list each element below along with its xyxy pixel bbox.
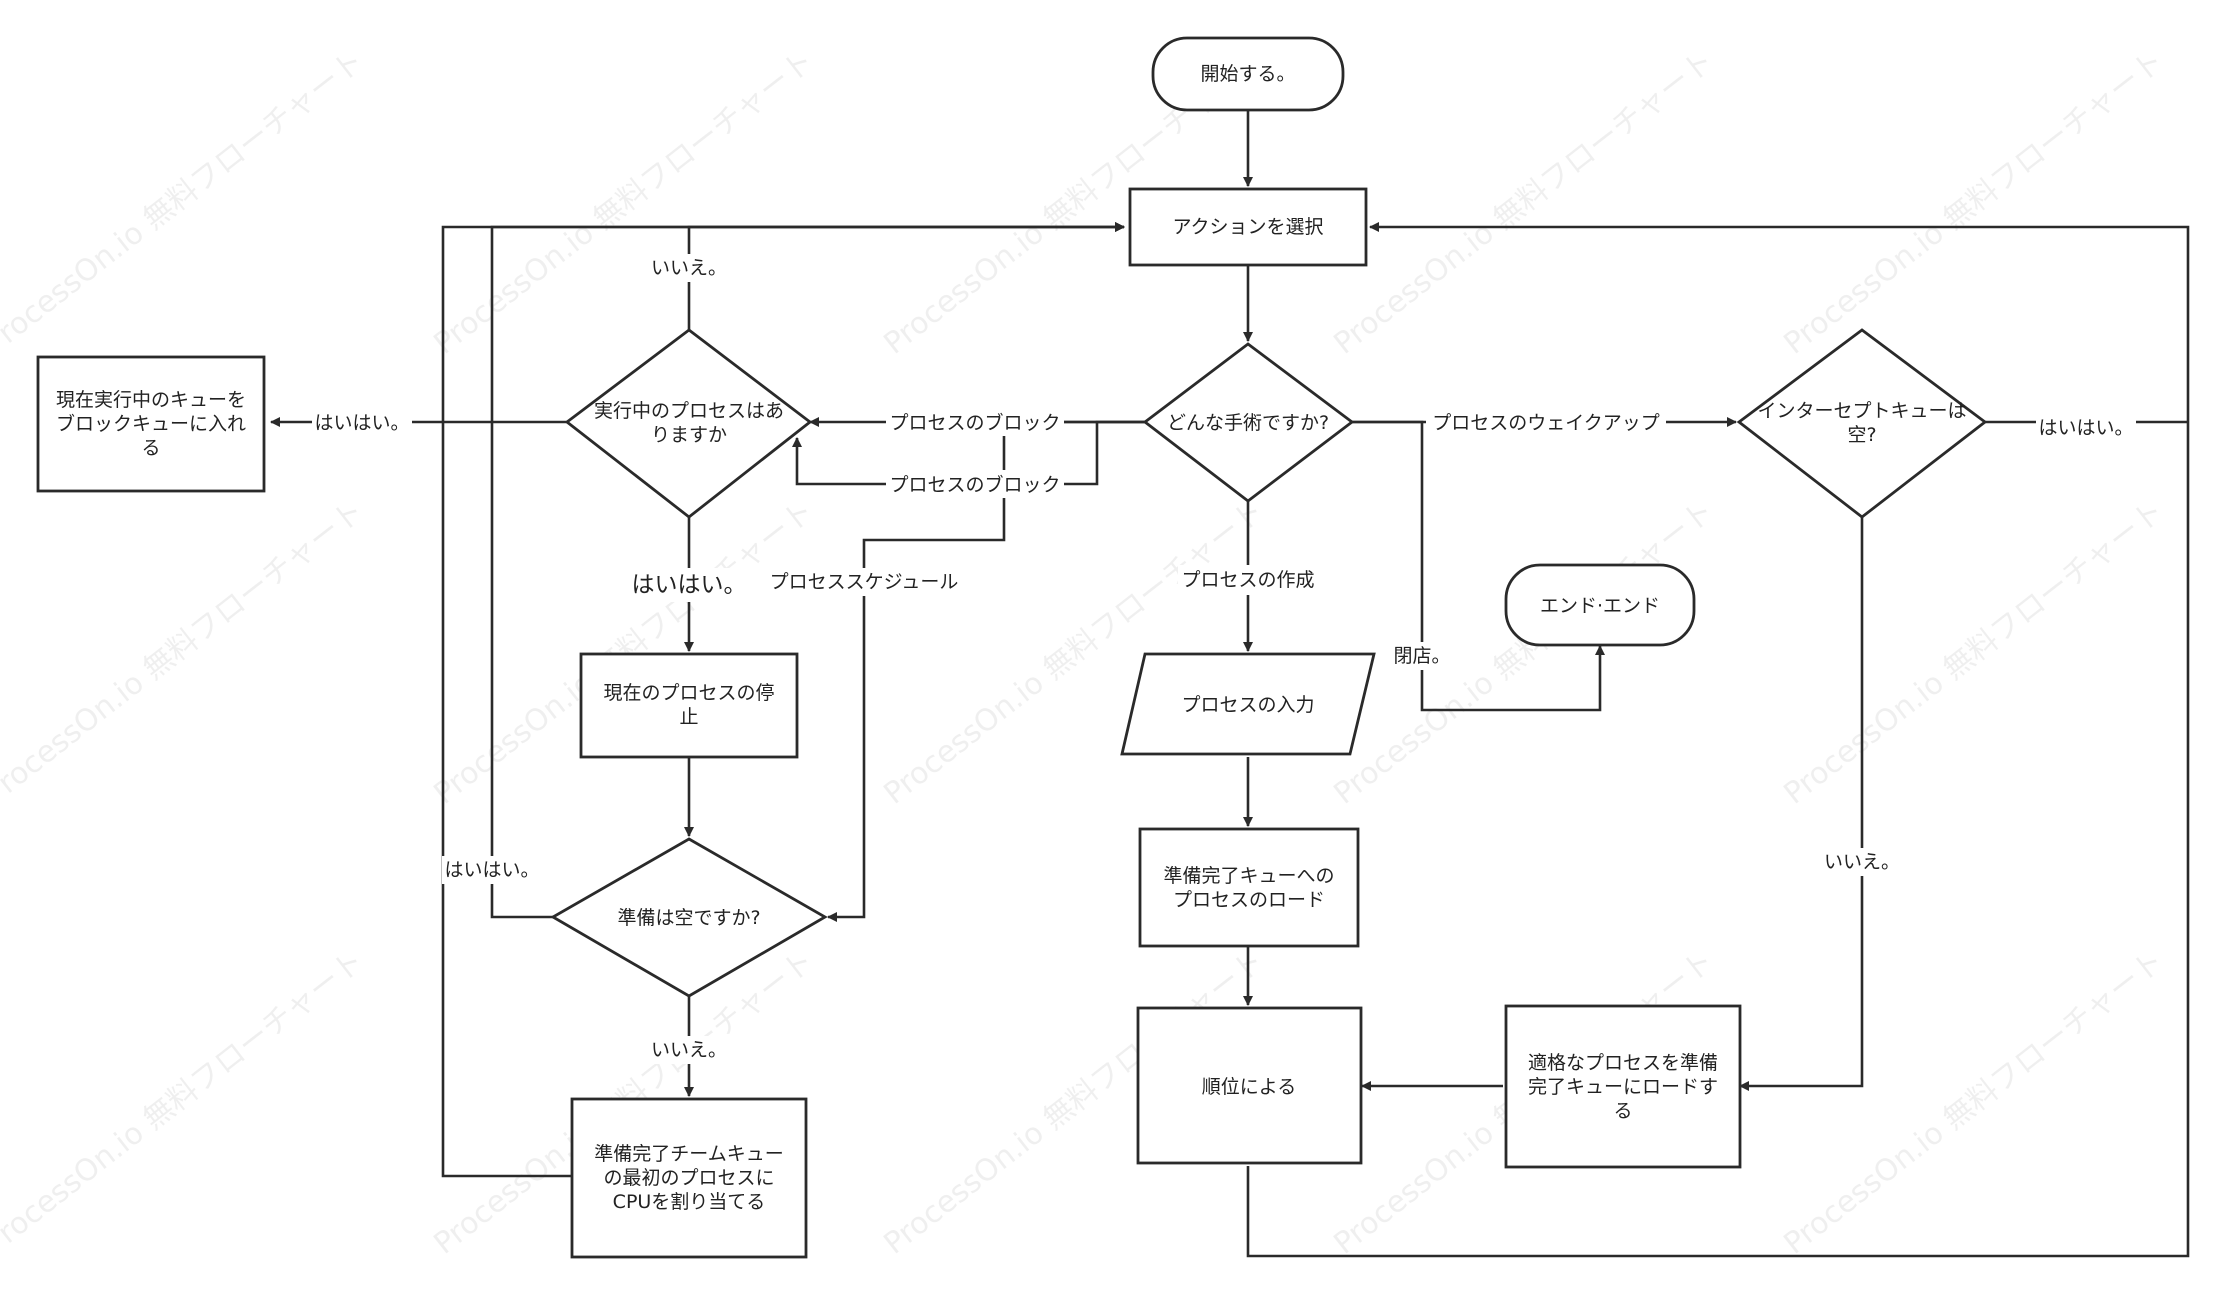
node-label-line: アクションを選択: [1172, 216, 1323, 238]
edge-label-yes-ready: はいはい。: [442, 856, 542, 884]
edge-label-text: はいはい。: [632, 572, 747, 598]
edge-label-block-2: プロセスのブロック: [886, 470, 1064, 498]
node-label: 現在実行中のキューをブロックキューに入れる: [56, 389, 246, 459]
edge-label-no-running: いいえ。: [644, 254, 736, 282]
nodes: 開始する。 アクションを選択 どんな手術ですか? 実行中のプロセスはありますか …: [36, 36, 1988, 1259]
node-label: 準備完了キューへのプロセスのロード: [1163, 865, 1334, 911]
node-label-line: 実行中のプロセスはあ: [594, 400, 784, 422]
node-label-line: エンド·エンド: [1540, 595, 1660, 617]
node-label-line: 順位による: [1202, 1076, 1296, 1098]
edge-label-text: 閉店。: [1393, 645, 1450, 667]
node-label-line: 準備は空ですか?: [617, 907, 760, 929]
node-label-line: 現在実行中のキューを: [56, 389, 246, 411]
watermark-text: ProcessOn.io 無料フローチャート: [1777, 943, 2170, 1261]
node-load-eligible[interactable]: 適格なプロセスを準備完了キューにロードする: [1504, 1004, 1742, 1169]
watermark-text: ProcessOn.io 無料フローチャート: [0, 493, 371, 811]
watermark-text: ProcessOn.io 無料フローチャート: [427, 43, 820, 361]
edge-label-text: プロセスのウェイクアップ: [1432, 412, 1660, 434]
node-stop-current-process[interactable]: 現在のプロセスの停止: [579, 652, 799, 759]
node-label-line: 準備完了キューへの: [1163, 865, 1334, 887]
edge-label-schedule: プロセススケジュール: [764, 568, 964, 596]
node-label: 順位による: [1202, 1076, 1296, 1098]
watermark-text: ProcessOn.io 無料フローチャート: [427, 493, 820, 811]
watermark-text: ProcessOn.io 無料フローチャート: [1327, 43, 1720, 361]
node-label-line: プロセスのロード: [1173, 889, 1325, 911]
node-label-line: インターセプトキューは: [1757, 400, 1966, 422]
edge-label-no-intercept: いいえ。: [1816, 848, 1908, 876]
node-label: インターセプトキューは空?: [1757, 400, 1966, 446]
watermark-text: ProcessOn.io 無料フローチャート: [1777, 43, 2170, 361]
edge-label-text: いいえ。: [1824, 851, 1900, 873]
node-label-line: 完了キューにロードす: [1528, 1076, 1718, 1098]
edge-no-intercept: [1739, 517, 1864, 1091]
node-label-line: りますか: [651, 424, 727, 446]
edge-rank-loop: [1246, 222, 2190, 1258]
node-label: 開始する。: [1200, 63, 1295, 85]
node-label-line: 現在のプロセスの停: [603, 682, 774, 704]
node-by-rank[interactable]: 順位による: [1136, 1006, 1363, 1165]
edges: [270, 110, 2190, 1258]
node-start[interactable]: 開始する。: [1151, 36, 1345, 112]
edge-label-block-1: プロセスのブロック: [886, 408, 1064, 436]
node-select-action[interactable]: アクションを選択: [1128, 187, 1368, 267]
node-label-line: 空?: [1847, 424, 1876, 446]
node-move-to-block-queue[interactable]: 現在実行中のキューをブロックキューに入れる: [36, 355, 266, 493]
node-label-line: ブロックキューに入れ: [56, 412, 246, 435]
node-label: 現在のプロセスの停止: [603, 682, 774, 728]
node-intercept-empty[interactable]: インターセプトキューは空?: [1736, 328, 1988, 519]
node-end[interactable]: エンド·エンド: [1504, 563, 1696, 647]
watermark-text: ProcessOn.io 無料フローチャート: [1777, 493, 2170, 811]
node-which-operation[interactable]: どんな手術ですか?: [1142, 342, 1355, 503]
node-label: 実行中のプロセスはありますか: [594, 400, 784, 446]
node-label-line: 開始する。: [1200, 63, 1295, 85]
edge-label-close: 閉店。: [1392, 642, 1452, 670]
edge-label-create: プロセスの作成: [1178, 565, 1318, 595]
node-label-line: 適格なプロセスを準備: [1528, 1052, 1718, 1074]
node-label-line: 止: [679, 706, 698, 728]
edge-label-yes-move: はいはい。: [312, 408, 412, 436]
node-input-process[interactable]: プロセスの入力: [1120, 652, 1376, 756]
node-label: アクションを選択: [1172, 216, 1323, 238]
edge-label-text: いいえ。: [651, 1039, 727, 1061]
watermark-text: ProcessOn.io 無料フローチャート: [0, 43, 371, 361]
edge-label-text: プロセスのブロック: [889, 411, 1060, 434]
edge-cpu-loop: [441, 222, 1125, 1178]
node-label-line: の最初のプロセスに: [603, 1167, 774, 1189]
edge-label-text: はいはい。: [444, 859, 539, 881]
watermark-text: ProcessOn.io 無料フローチャート: [1327, 493, 1720, 811]
watermark-text: ProcessOn.io 無料フローチャート: [0, 943, 371, 1261]
node-label-line: プロセスの入力: [1181, 694, 1314, 716]
edge-label-wakeup: プロセスのウェイクアップ: [1426, 408, 1666, 436]
node-label: プロセスの入力: [1181, 694, 1314, 716]
edge-label-text: プロセスのブロック: [889, 473, 1060, 496]
node-label: 準備は空ですか?: [617, 907, 760, 929]
edge-labels: いいえ。 はいはい。 はいはい。 プロセスのブロック プロセスのブロック プロセ…: [312, 254, 2136, 1064]
node-ready-empty[interactable]: 準備は空ですか?: [550, 837, 828, 998]
node-label: 適格なプロセスを準備完了キューにロードする: [1528, 1052, 1718, 1122]
edge-label-text: いいえ。: [651, 257, 727, 279]
node-label-line: CPUを割り当てる: [613, 1191, 766, 1213]
edge-label-yes-stop: はいはい。: [626, 568, 752, 602]
edge-label-text: はいはい。: [2038, 417, 2133, 439]
node-label: エンド·エンド: [1540, 595, 1660, 617]
edge-label-yes-intercept: はいはい。: [2036, 414, 2136, 442]
edge-label-text: プロセススケジュール: [770, 571, 959, 593]
node-label-line: る: [141, 437, 160, 459]
node-label-line: る: [1613, 1100, 1632, 1122]
node-label-line: 準備完了チームキュー: [594, 1143, 783, 1165]
node-load-ready-queue[interactable]: 準備完了キューへのプロセスのロード: [1138, 827, 1360, 948]
node-running-process[interactable]: 実行中のプロセスはありますか: [564, 328, 813, 519]
node-label-line: どんな手術ですか?: [1167, 412, 1329, 434]
edge-label-text: プロセスの作成: [1181, 569, 1314, 591]
edge-label-text: はいはい。: [314, 412, 409, 434]
node-label: どんな手術ですか?: [1167, 412, 1329, 434]
edge-label-no-ready: いいえ。: [644, 1036, 736, 1064]
